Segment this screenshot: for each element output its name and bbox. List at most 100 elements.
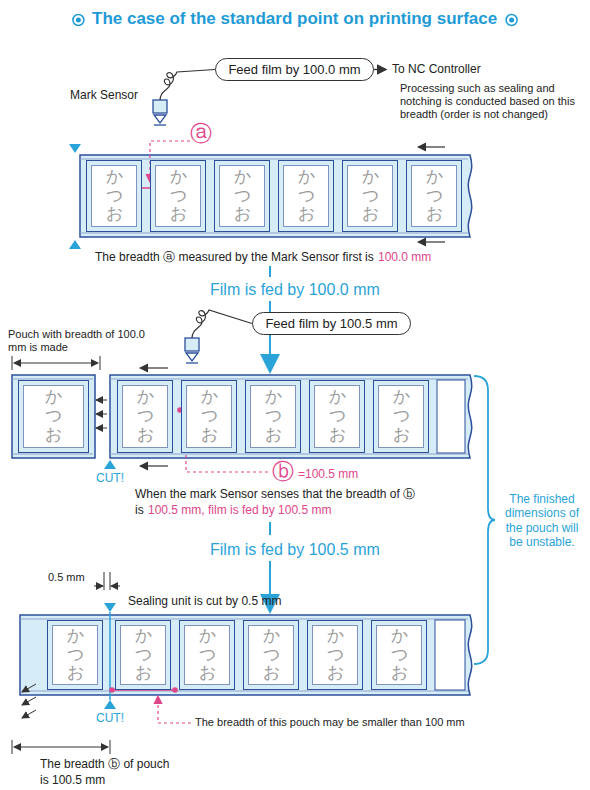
title-bullet-dot [76,18,81,23]
process-box: Feed film by 100.0 mm [215,58,374,81]
pouch: かつお [278,160,334,232]
dimension-dot [109,687,115,693]
film-strip [110,375,472,458]
feed-direction-arrow [418,146,445,147]
dimension-arrow [14,363,56,364]
pouch-print: かつお [327,627,344,683]
note-text: 100.0 mm [378,250,431,264]
dimension-arrow [56,363,98,364]
eject-arrow [96,414,107,415]
pouch: かつお [307,620,363,690]
pouch: かつお [86,160,142,232]
film-band-line [110,454,468,455]
pouch: かつお [18,380,89,453]
pouch-print: かつお [391,627,408,683]
note-text: The breadth ⓐ measured by the Mark Senso… [95,250,374,264]
pouch-print: かつお [263,627,280,683]
callout-letter: ⓐ [190,123,212,145]
dimension-arrow [111,586,120,587]
callout-letter: ⓑ [272,461,294,483]
pouch-print: かつお [362,168,379,224]
film-band-line [80,233,468,234]
box-text: Feed film by 100.5 mm [265,316,397,331]
film-feed-arrow [269,266,271,277]
cut-marker [104,603,116,612]
note-text: When the mark Sensor senses that the bre… [135,487,415,501]
bracket [474,376,495,664]
note-text: Sealing unit is cut by 0.5 mm [128,594,281,608]
dimension-arrow [61,747,108,748]
pouch: かつお [245,380,301,453]
note-text: 0.5 mm [48,571,85,584]
pouch-print: かつお [199,627,216,683]
pouch-print: かつお [234,168,251,224]
cut-marker [104,700,116,709]
pouch: かつお [342,160,398,232]
film-band-line [20,691,468,692]
feed-direction-arrow [418,241,445,242]
film-strip [20,615,472,695]
pouch-print: かつお [67,627,84,683]
dimension-tick [100,356,101,370]
pouch-print: かつお [170,168,187,224]
pouch: かつお [47,620,103,690]
title-bullet-dot [509,18,514,23]
cut-line [109,612,111,700]
pouch-print: かつお [298,168,315,224]
note-text: =100.5 mm [298,467,358,481]
title-bullet [73,15,84,26]
note-text: 100.5 mm, film is fed by 100.5 mm [148,503,331,517]
pouch: かつお [117,380,173,453]
eject-arrow [22,684,36,692]
pouch: かつお [406,160,462,232]
note-text: The breadth ⓑ of pouch [40,757,169,771]
pouch-print: かつお [393,388,410,444]
film-band-line [12,454,93,455]
feed-direction-arrow [140,367,168,368]
sensor-cable [192,310,252,338]
sensor-cable [160,70,215,101]
sensor-eye-base [186,362,198,363]
dimension-arrow [14,747,61,748]
dimension-tick [110,572,111,590]
note-text: is 100.5 mm [40,773,105,787]
feed-direction-arrow [140,465,168,466]
pouch: かつお [214,160,270,232]
pouch-print: かつお [201,388,218,444]
dimension-tick [104,572,105,590]
pouch-print: かつお [106,168,123,224]
box-text: Feed film by 100.0 mm [228,62,360,77]
pouch-print: かつお [265,388,282,444]
note-text: Film is fed by 100.5 mm [207,540,383,559]
pouch: かつお [181,380,237,453]
sensor-eye-base [154,124,166,125]
note-text: The finished dimensions of the pouch wil… [498,492,586,550]
partial-pouch [435,620,465,690]
pouch: かつお [115,620,171,690]
note-text: CUT! [90,471,130,485]
pouch: かつお [179,620,235,690]
callout-leader [158,696,191,723]
sensor-eye [186,353,198,361]
title-bullet [506,15,517,26]
film-strip [12,375,95,458]
pouch-print: かつお [137,388,154,444]
note-text: The breadth of this pouch may be smaller… [195,716,465,729]
note-text: Film is fed by 100.0 mm [207,280,383,299]
mark-sensor [185,338,199,351]
dimension-arrow [94,586,103,587]
pouch: かつお [150,160,206,232]
pouch-print: かつお [135,627,152,683]
partial-pouch [437,380,465,453]
eject-arrow [22,710,36,718]
pouch: かつお [309,380,365,453]
note-text: Pouch with breadth of 100.0 mm is made [8,328,158,354]
signal-arrow [374,69,386,70]
note-text: Mark Sensor [70,88,138,102]
eject-arrow [22,697,36,705]
dimension-tick [110,740,111,754]
pouch: かつお [243,620,299,690]
dimension-tick [12,740,13,754]
cut-marker [69,144,81,153]
